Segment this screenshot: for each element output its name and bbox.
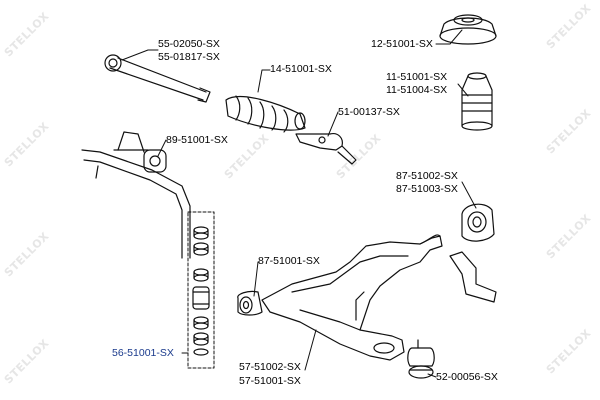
tie-rod-inner-part	[104, 54, 211, 103]
stabilizer-link-part	[187, 211, 215, 369]
leader-line	[461, 181, 477, 209]
leader-line	[327, 111, 339, 137]
steering-boot-part	[225, 95, 306, 133]
tie-rod-end-part	[295, 133, 357, 165]
ball-joint-part	[407, 339, 435, 379]
part-label-ball-joint: 52-00056-SX	[436, 371, 498, 383]
leader-line	[304, 329, 317, 371]
leader-line	[157, 139, 167, 157]
part-label-control-arm-2: 57-51001-SX	[239, 375, 301, 387]
part-label-strut-mount: 12-51001-SX	[371, 38, 433, 50]
part-label-tie-rod-inner-2: 55-01817-SX	[158, 51, 220, 63]
leader-line	[435, 29, 463, 45]
bump-stop-part	[461, 72, 493, 131]
leader-line	[257, 69, 271, 93]
part-label-tie-rod-inner-1: 55-02050-SX	[158, 38, 220, 50]
arm-bushing-rear-part	[449, 203, 497, 303]
stabilizer-bar-part	[81, 149, 191, 259]
stabilizer-bushing-part	[113, 131, 167, 173]
part-label-bump-stop-2: 11-51004-SX	[386, 84, 448, 96]
leader-line	[121, 49, 159, 61]
part-label-arm-bushing-rear-2: 87-51003-SX	[396, 183, 458, 195]
part-label-arm-bushing-front: 87-51001-SX	[258, 255, 320, 267]
part-label-stabilizer-link: 56-51001-SX	[112, 347, 174, 359]
leader-line	[427, 373, 437, 378]
part-label-control-arm-1: 57-51002-SX	[239, 361, 301, 373]
part-label-arm-bushing-rear-1: 87-51002-SX	[396, 170, 458, 182]
arm-bushing-front-part	[237, 290, 263, 316]
part-label-stabilizer-bushing: 89-51001-SX	[166, 134, 228, 146]
leader-line	[253, 261, 259, 297]
part-label-tie-rod-end: 51-00137-SX	[338, 106, 400, 118]
leader-line	[457, 83, 469, 97]
strut-mount-part	[439, 14, 497, 45]
part-label-steering-boot: 14-51001-SX	[270, 63, 332, 75]
control-arm-part	[261, 234, 443, 361]
part-label-bump-stop-1: 11-51001-SX	[386, 71, 448, 83]
